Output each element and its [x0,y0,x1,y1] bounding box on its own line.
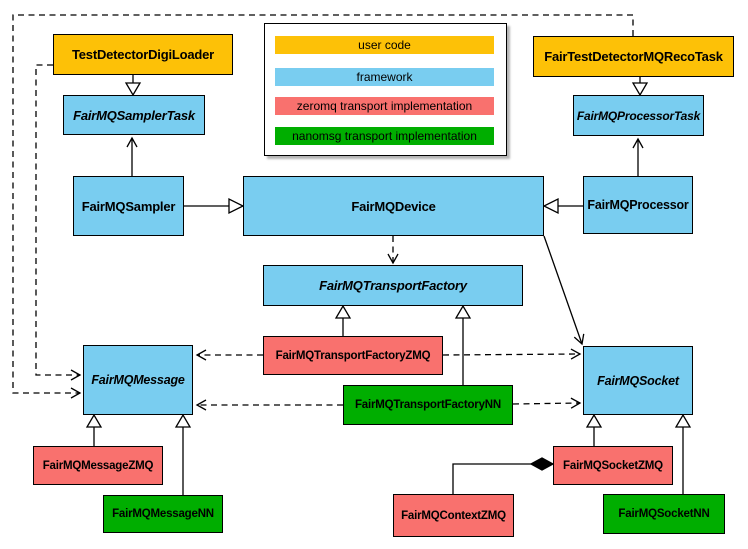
legend-item-user-code: user code [275,36,494,54]
node-fairmqprocessortask: FairMQProcessorTask [573,95,704,136]
edge-factoryzmq-inherits-factory [334,304,352,336]
edge-factoryzmq-depends-socket [442,348,582,360]
node-fairtestdetectormqrecotask: FairTestDetectorMQRecoTask [533,36,734,77]
node-fairmqsampler: FairMQSampler [73,176,184,236]
node-fairmqcontextzmq: FairMQContextZMQ [393,494,514,537]
node-fairmqtransportfactorynn: FairMQTransportFactoryNN [343,385,513,425]
legend-label: zeromq transport implementation [296,99,473,113]
legend-item-nanomsg: nanomsg transport implementation [275,127,494,145]
edge-sampler-inherits-device [184,197,245,215]
legend-label: nanomsg transport implementation [292,129,477,143]
node-fairmqsamplertask: FairMQSamplerTask [63,95,205,135]
node-fairmqmessage: FairMQMessage [83,345,193,415]
edge-recotask-depends-message [12,14,634,399]
edge-socketzmq-inherits-socket [585,413,603,446]
node-fairmqdevice: FairMQDevice [243,176,544,236]
edge-socketnn-inherits-socket [674,413,692,494]
legend-label: framework [356,70,413,84]
edge-processor-inherits-device [542,197,583,215]
node-fairmqsocket: FairMQSocket [583,346,693,415]
edge-recotask-inherits-processortask [631,77,649,97]
edge-device-uses-socket [543,235,585,346]
edge-digiloader-inherits-samplertask [124,75,142,97]
node-fairmqtransportfactory: FairMQTransportFactory [263,265,523,306]
edge-factorynn-depends-socket [512,397,582,409]
node-fairmqmessagezmq: FairMQMessageZMQ [33,446,163,485]
node-fairmqmessagenn: FairMQMessageNN [103,495,223,533]
node-fairmqsocketzmq: FairMQSocketZMQ [553,446,673,485]
edge-factorynn-inherits-factory [454,304,472,385]
node-testdetectordigiloader: TestDetectorDigiLoader [53,34,233,75]
node-fairmqtransportfactoryzmq: FairMQTransportFactoryZMQ [263,336,443,375]
edge-messagenn-inherits-message [174,413,192,495]
legend-item-zeromq: zeromq transport implementation [275,97,494,115]
node-fairmqprocessor: FairMQProcessor [583,176,693,234]
edge-contextzmq-composes-socketzmq [452,457,555,494]
legend-label: user code [358,38,411,52]
legend: user code framework zeromq transport imp… [264,23,507,156]
node-fairmqsocketnn: FairMQSocketNN [603,494,725,534]
legend-item-framework: framework [275,68,494,86]
edge-digiloader-depends-message [35,64,82,381]
edge-messagezmq-inherits-message [85,413,103,446]
